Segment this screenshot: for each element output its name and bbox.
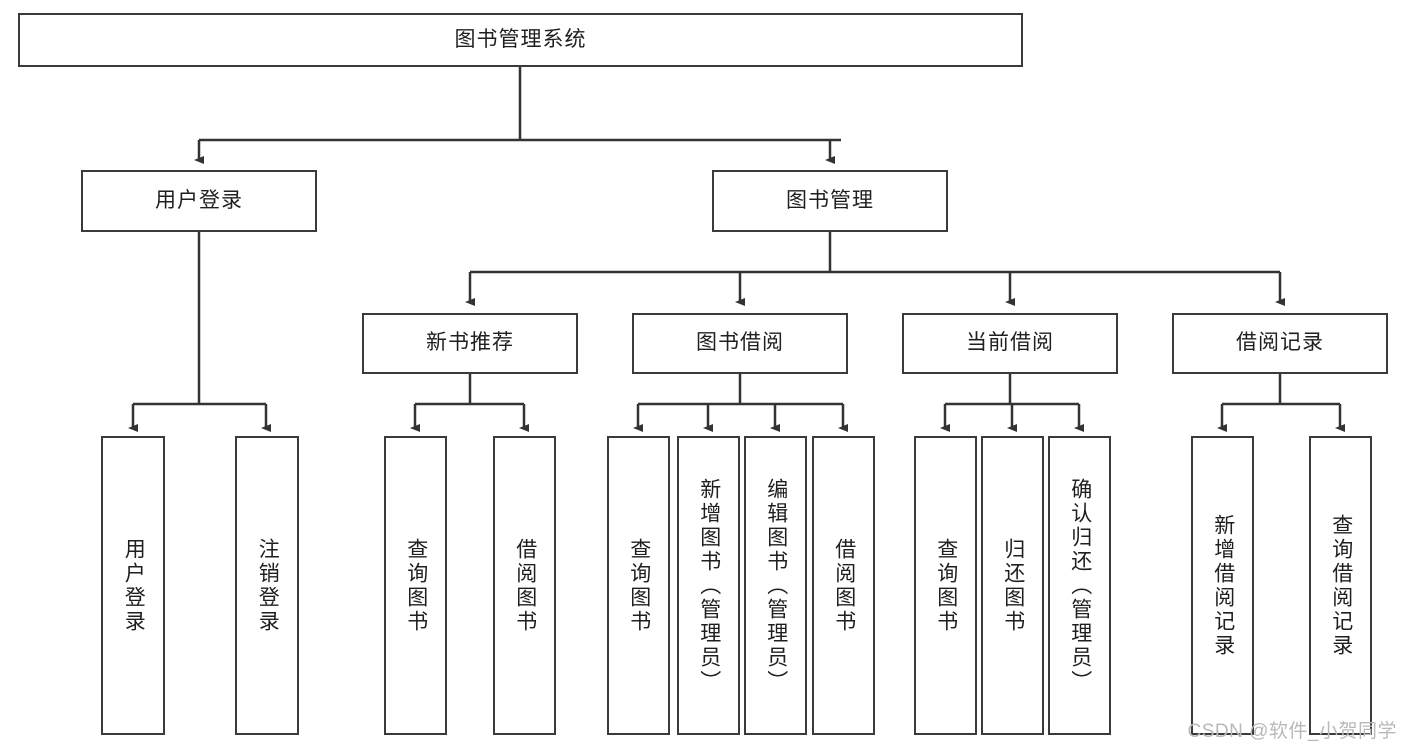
- leaf-query-record[interactable]: 查询借阅记录: [1309, 436, 1372, 735]
- node-user-login-label: 用户登录: [155, 188, 243, 212]
- leaf-query-book-2[interactable]: 查询图书: [607, 436, 670, 735]
- leaf-query-record-label: 查询借阅记录: [1329, 513, 1353, 658]
- node-borrow-record[interactable]: 借阅记录: [1172, 313, 1388, 374]
- node-book-manage-label: 图书管理: [786, 188, 874, 212]
- node-new-book-rec[interactable]: 新书推荐: [362, 313, 578, 374]
- node-root-label: 图书管理系统: [454, 27, 587, 51]
- leaf-user-login[interactable]: 用户登录: [101, 436, 165, 735]
- leaf-user-logout[interactable]: 注销登录: [235, 436, 299, 735]
- leaf-borrow-book-2[interactable]: 借阅图书: [812, 436, 875, 735]
- node-book-borrow-label: 图书借阅: [696, 331, 784, 355]
- leaf-return-book[interactable]: 归还图书: [981, 436, 1044, 735]
- leaf-user-logout-label: 注销登录: [256, 537, 280, 634]
- node-book-manage[interactable]: 图书管理: [712, 170, 948, 232]
- csdn-watermark: CSDN @软件_小贺同学: [1187, 721, 1397, 742]
- leaf-confirm-return-label: 确认归还（管理员）: [1068, 477, 1092, 694]
- leaf-query-book-1[interactable]: 查询图书: [384, 436, 447, 735]
- node-current-borrow-label: 当前借阅: [966, 331, 1054, 355]
- node-borrow-record-label: 借阅记录: [1236, 331, 1324, 355]
- leaf-query-book-3[interactable]: 查询图书: [914, 436, 977, 735]
- leaf-borrow-book-1-label: 借阅图书: [513, 537, 537, 634]
- node-root[interactable]: 图书管理系统: [18, 13, 1023, 67]
- leaf-add-book-label: 新增图书（管理员）: [697, 477, 721, 694]
- leaf-query-book-1-label: 查询图书: [404, 537, 428, 634]
- leaf-return-book-label: 归还图书: [1001, 537, 1025, 634]
- leaf-add-book[interactable]: 新增图书（管理员）: [677, 436, 740, 735]
- leaf-borrow-book-2-label: 借阅图书: [832, 537, 856, 634]
- node-user-login[interactable]: 用户登录: [81, 170, 317, 232]
- leaf-edit-book[interactable]: 编辑图书（管理员）: [744, 436, 807, 735]
- leaf-add-record-label: 新增借阅记录: [1211, 513, 1235, 658]
- leaf-query-book-2-label: 查询图书: [627, 537, 651, 634]
- node-book-borrow[interactable]: 图书借阅: [632, 313, 848, 374]
- node-new-book-rec-label: 新书推荐: [426, 331, 514, 355]
- leaf-add-record[interactable]: 新增借阅记录: [1191, 436, 1254, 735]
- leaf-edit-book-label: 编辑图书（管理员）: [764, 477, 788, 694]
- leaf-query-book-3-label: 查询图书: [934, 537, 958, 634]
- node-current-borrow[interactable]: 当前借阅: [902, 313, 1118, 374]
- leaf-borrow-book-1[interactable]: 借阅图书: [493, 436, 556, 735]
- leaf-confirm-return[interactable]: 确认归还（管理员）: [1048, 436, 1111, 735]
- leaf-user-login-label: 用户登录: [122, 537, 146, 634]
